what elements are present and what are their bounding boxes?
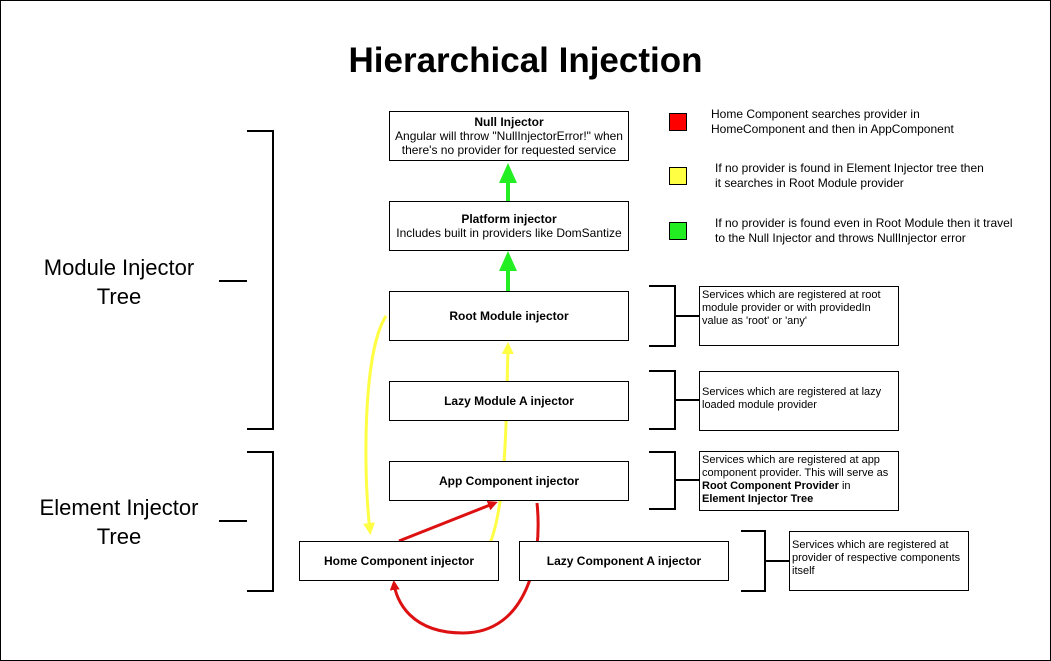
legend-yellow-line2: it searches in Root Module provider [715, 176, 904, 190]
module-tree-label-line2: Tree [96, 284, 142, 309]
null-injector-title: Null Injector [474, 115, 544, 129]
legend-yellow-swatch [669, 167, 687, 185]
module-tree-label-line1: Module Injector [43, 255, 195, 280]
element-tree-bracket [219, 451, 274, 592]
app-desc-middle: in [838, 480, 851, 492]
green-arrow-platform-to-null [499, 163, 517, 201]
element-tree-label-line2: Tree [96, 524, 142, 549]
element-tree-label-line1: Element Injector [39, 495, 199, 520]
module-tree-bracket [219, 130, 274, 430]
lazy-module-injector-title: Lazy Module A injector [444, 394, 574, 408]
green-arrow-root-to-platform [499, 251, 517, 291]
app-component-injector-title: App Component injector [439, 474, 579, 488]
platform-injector-title: Platform injector [461, 212, 557, 226]
yellow-arrow-home-to-root [479, 342, 514, 560]
home-component-injector-box: Home Component injector [299, 541, 499, 581]
platform-injector-box: Platform injector Includes built in prov… [389, 201, 629, 251]
platform-injector-line1: Includes built in providers like DomSant… [396, 226, 622, 240]
lazy-module-injector-box: Lazy Module A injector [389, 381, 629, 421]
app-desc-bold-element-tree: Element Injector Tree [702, 493, 814, 505]
lazy-component-injector-title: Lazy Component A injector [546, 554, 702, 568]
red-arrow-home-to-app [398, 500, 498, 543]
lazy-module-description: Services which are registered at lazy lo… [699, 371, 899, 431]
legend-green-line2: to the Null Injector and throws NullInje… [715, 231, 966, 245]
diagram-title: Hierarchical Injection [348, 41, 703, 80]
element-injector-tree-label: Element Injector Tree [19, 493, 219, 551]
root-module-desc-bracket [649, 285, 699, 347]
legend-red-text: Home Component searches provider in Home… [711, 107, 1021, 137]
null-injector-line2: there's no provider for requested servic… [401, 143, 617, 157]
root-module-description: Services which are registered at root mo… [699, 286, 899, 346]
legend-red-line1: Home Component searches provider in [711, 107, 920, 121]
app-component-injector-box: App Component injector [389, 461, 629, 501]
legend-yellow-text: If no provider is found in Element Injec… [715, 161, 1025, 191]
legend-yellow-line1: If no provider is found in Element Injec… [715, 161, 984, 175]
app-desc-bold-root-provider: Root Component Provider [702, 480, 839, 492]
app-component-description: Services which are registered at app com… [699, 451, 899, 511]
root-module-injector-box: Root Module injector [389, 291, 629, 341]
null-injector-box: Null Injector Angular will throw "NullIn… [389, 111, 629, 161]
app-component-desc-bracket [649, 451, 699, 510]
legend-green-swatch [669, 222, 687, 240]
root-module-injector-title: Root Module injector [449, 309, 569, 323]
lazy-component-injector-box: Lazy Component A injector [519, 541, 729, 581]
app-desc-prefix: Services which are registered at app com… [702, 454, 889, 479]
legend-red-swatch [669, 113, 687, 131]
legend-green-text: If no provider is found even in Root Mod… [715, 216, 1025, 246]
null-injector-line1: Angular will throw "NullInjectorError!" … [395, 129, 623, 143]
lazy-module-desc-bracket [649, 370, 699, 430]
legend-green-line1: If no provider is found even in Root Mod… [715, 216, 1013, 230]
module-injector-tree-label: Module Injector Tree [19, 253, 219, 311]
components-desc-bracket [741, 530, 789, 592]
yellow-arrow-root-to-home [363, 315, 388, 535]
components-description: Services which are registered at provide… [789, 531, 969, 591]
legend-red-line2: HomeComponent and then in AppComponent [711, 122, 954, 136]
home-component-injector-title: Home Component injector [323, 554, 474, 568]
